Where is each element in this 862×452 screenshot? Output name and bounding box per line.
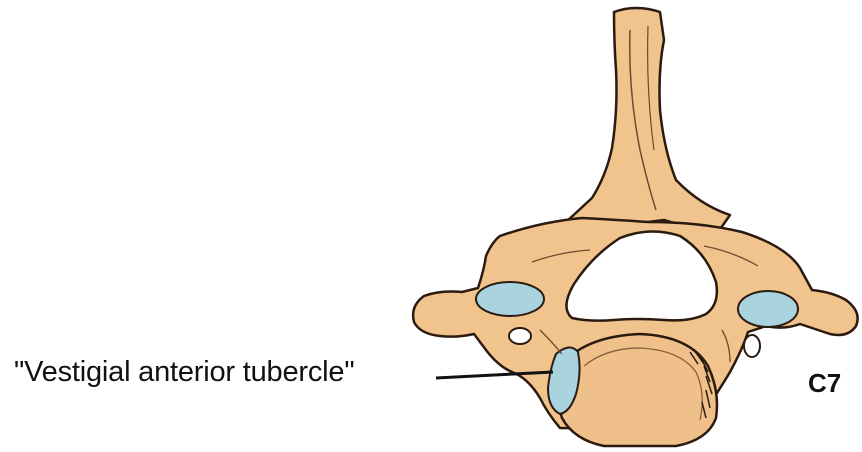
vertebral-body <box>558 334 717 446</box>
right-foramen-transversarium <box>744 335 760 357</box>
left-foramen-transversarium <box>509 328 531 344</box>
vertebra-level-label: C7 <box>808 368 841 399</box>
vestigial-anterior-tubercle-label: "Vestigial anterior tubercle" <box>14 356 354 389</box>
right-articular-facet <box>738 291 798 327</box>
left-articular-facet <box>476 282 544 316</box>
